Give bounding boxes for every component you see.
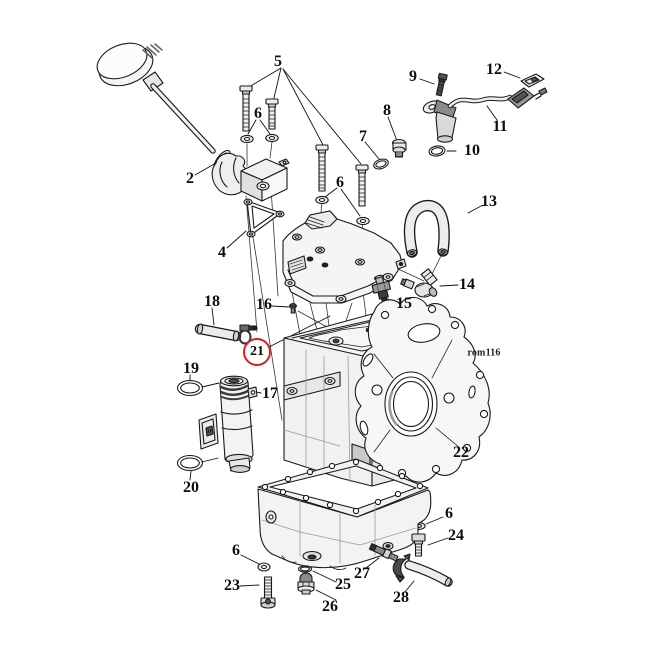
sensor-o-ring-part xyxy=(428,145,446,157)
pan-fitting-part xyxy=(368,543,399,562)
pan-bolt-part xyxy=(260,576,276,609)
assembly-lines xyxy=(245,141,442,421)
elbow-fitting-part xyxy=(400,268,438,298)
oil-pan-gasket-part xyxy=(257,458,429,518)
triangle-plate xyxy=(243,198,285,238)
top-cover xyxy=(282,210,407,304)
u-hose-part xyxy=(403,199,450,258)
dipstick-part xyxy=(96,42,216,154)
switch-part xyxy=(371,274,392,303)
drain-plug-part xyxy=(297,572,315,595)
diagram-code: rom116 xyxy=(467,347,501,359)
bolts-item5 xyxy=(239,85,369,207)
drain-hose-part xyxy=(194,323,258,345)
pan-hose-clamp-part xyxy=(392,553,453,587)
vent-o-ring-part xyxy=(373,158,389,170)
drain-o-ring-part xyxy=(297,565,313,573)
washers-item6 xyxy=(240,133,426,572)
crankcase-part xyxy=(283,296,491,487)
drain-bolt-part xyxy=(411,533,426,557)
gasket-screw-part xyxy=(289,303,297,314)
mount-bracket xyxy=(240,158,290,202)
oil-filler-spout-part xyxy=(198,375,258,473)
vent-fitting-part xyxy=(391,138,407,158)
sensor-screw-part xyxy=(435,72,448,97)
oil-pan-part xyxy=(257,488,432,571)
position-sensor-part xyxy=(422,87,548,143)
spout-o-rings xyxy=(176,379,204,472)
connector-clip-part xyxy=(520,73,545,88)
